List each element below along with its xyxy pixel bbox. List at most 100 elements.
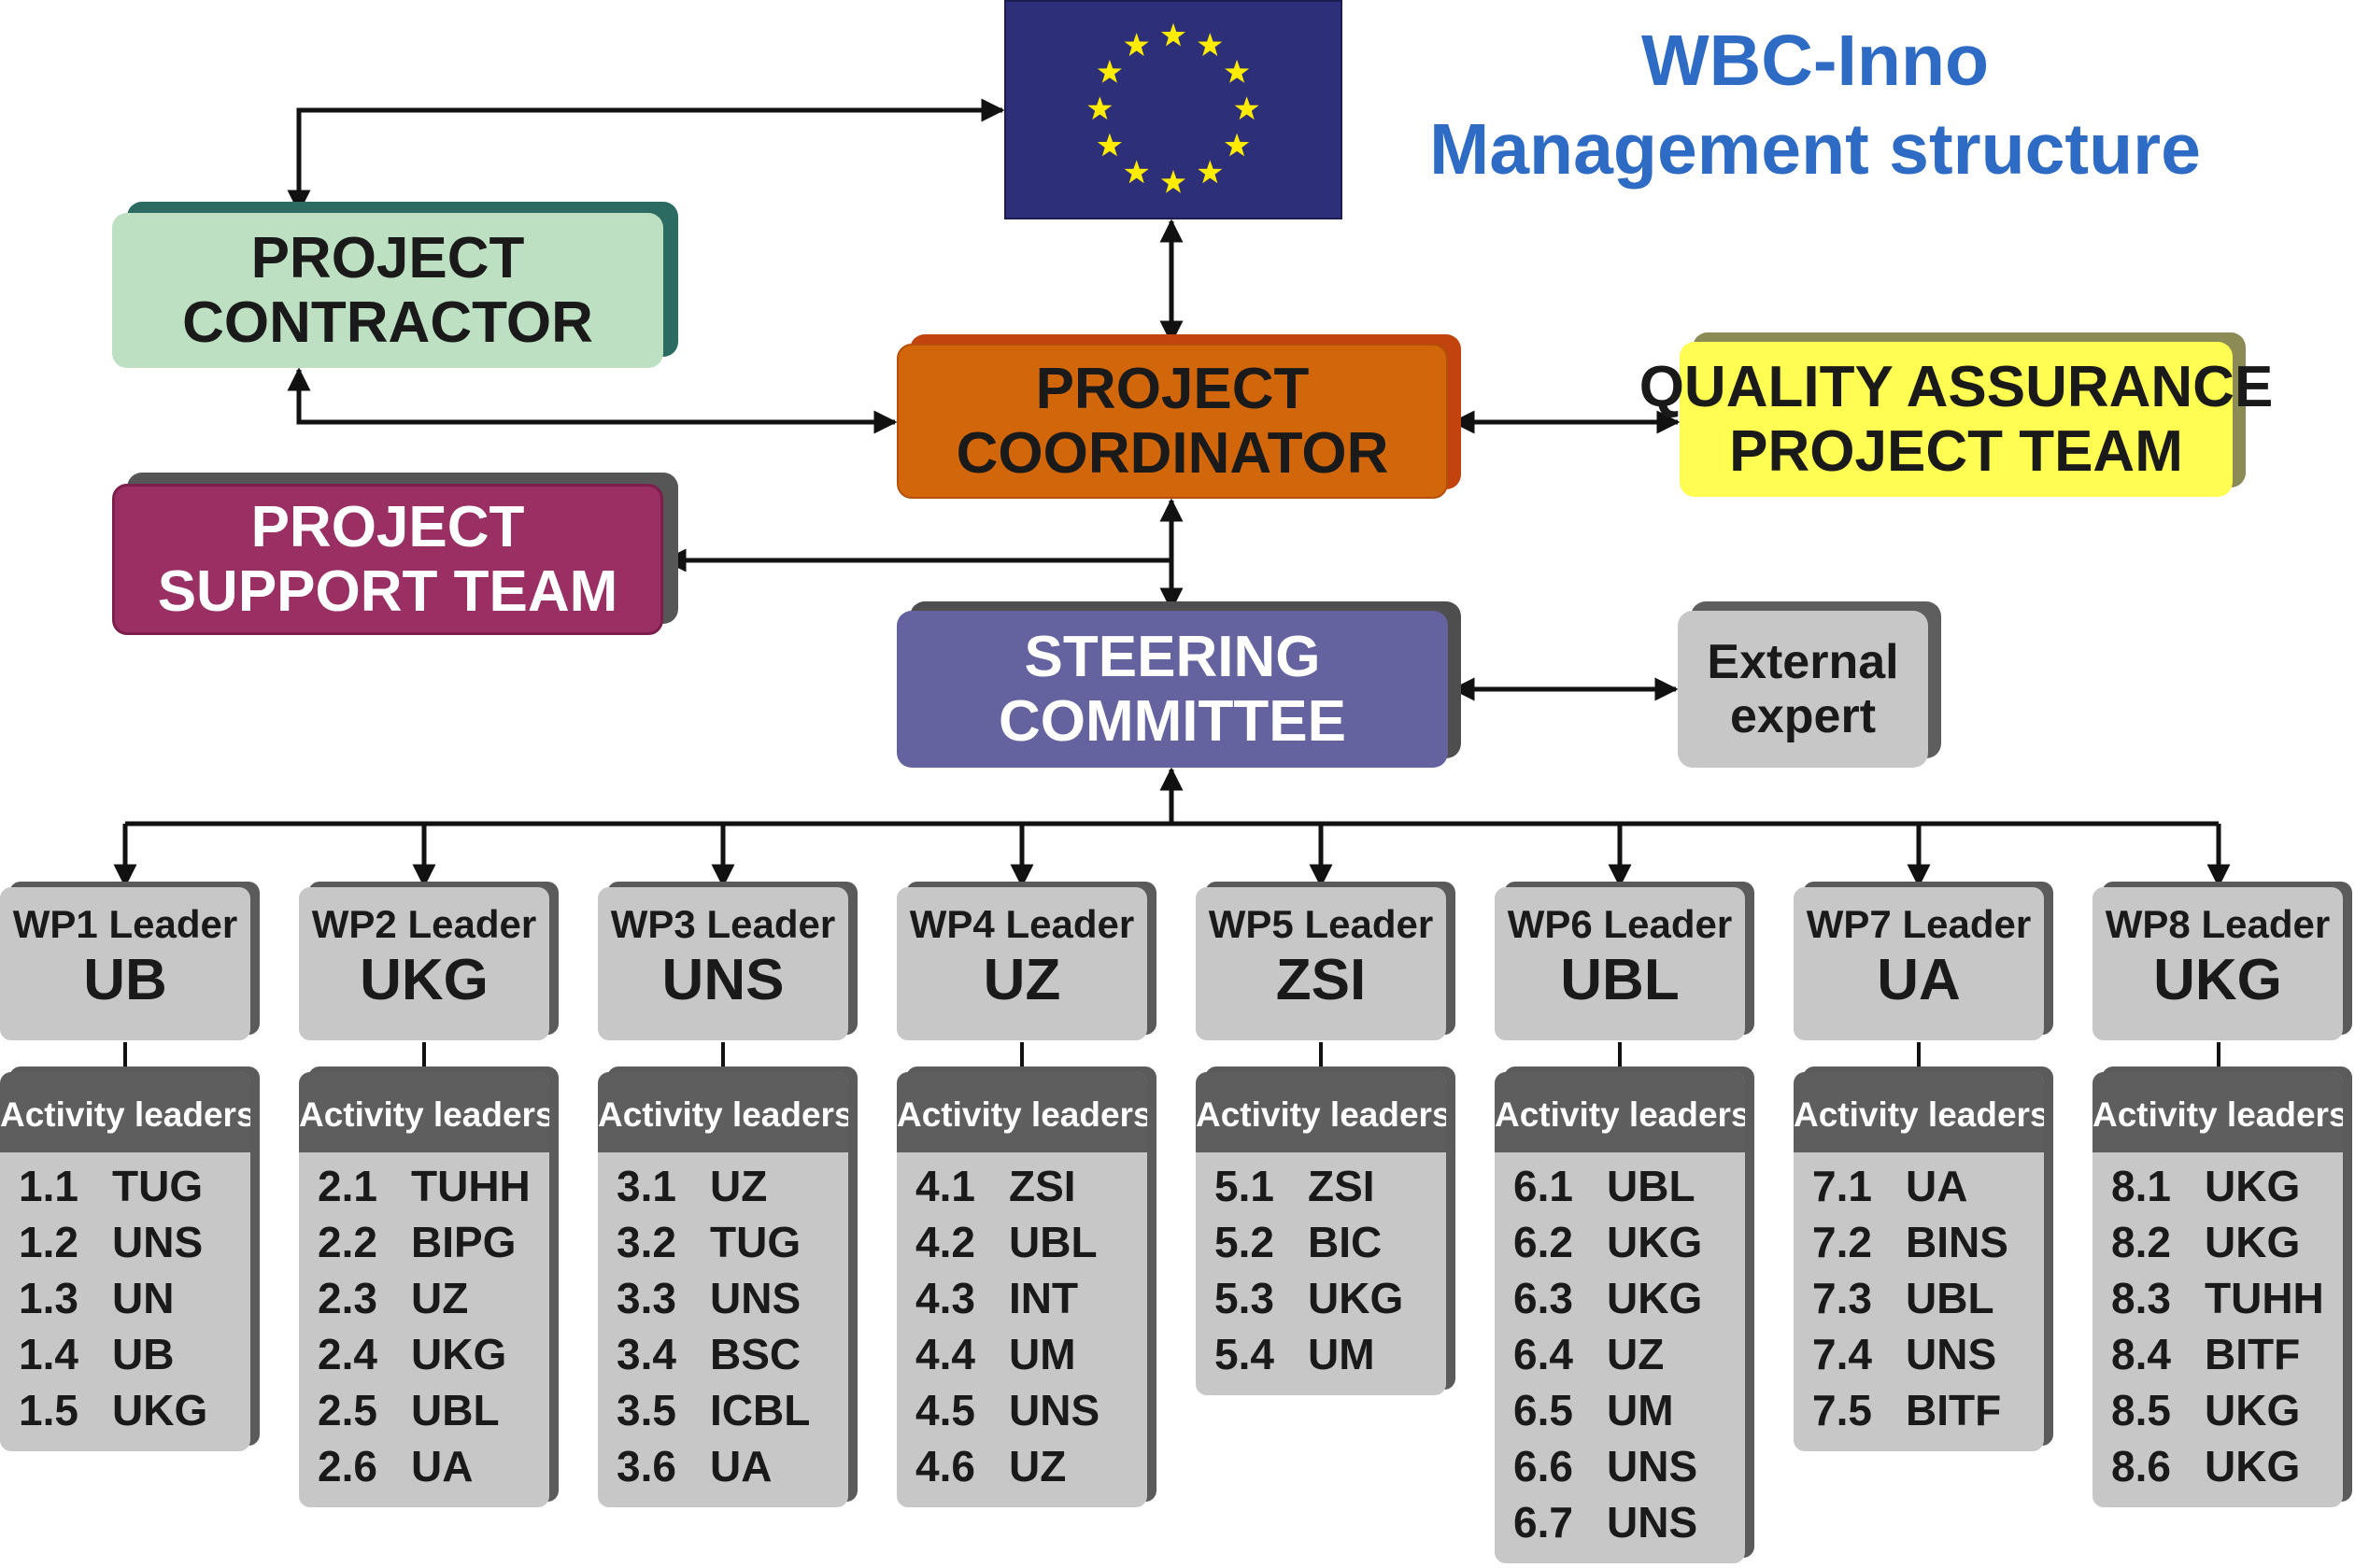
- activity-number: 1.1: [19, 1162, 78, 1210]
- activity-org: UM: [1607, 1386, 1674, 1434]
- activity-org: UNS: [1906, 1330, 1997, 1378]
- activity-org: UKG: [1607, 1274, 1703, 1322]
- activity-org: UZ: [1607, 1330, 1665, 1378]
- wp-leader-org: UBL: [1560, 948, 1680, 1012]
- activity-number: 1.2: [19, 1218, 78, 1266]
- activity-number: 7.4: [1812, 1330, 1872, 1378]
- flag-star-icon: [1160, 22, 1186, 47]
- activity-leaders-header: Activity leaders: [1495, 1072, 1745, 1152]
- quality-assurance-line-1: QUALITY ASSURANCE: [1639, 354, 2274, 419]
- activity-number: 1.5: [19, 1386, 78, 1434]
- activity-org: UZ: [1009, 1442, 1067, 1490]
- activity-row: 6.5 UM: [1495, 1382, 1745, 1438]
- activity-number: 4.1: [915, 1162, 975, 1210]
- activity-org: UKG: [112, 1386, 208, 1434]
- activity-org: TUG: [112, 1162, 204, 1210]
- activity-number: 5.3: [1214, 1274, 1274, 1322]
- flag-star-icon: [1234, 96, 1259, 120]
- activity-number: 2.1: [318, 1162, 377, 1210]
- activity-number: 4.4: [915, 1330, 975, 1378]
- activity-number: 6.3: [1513, 1274, 1573, 1322]
- wp-leader-label: WP5 Leader: [1208, 902, 1434, 946]
- flag-star-icon: [1198, 33, 1223, 56]
- external-expert-line-2: expert: [1729, 689, 1877, 743]
- wp-leader-label: WP8 Leader: [2105, 902, 2331, 946]
- activity-number: 6.5: [1513, 1386, 1573, 1434]
- activity-org: UKG: [2205, 1218, 2301, 1266]
- project-support-team-line-1: PROJECT: [250, 494, 525, 559]
- activity-number: 8.3: [2111, 1274, 2171, 1322]
- activity-number: 5.4: [1214, 1330, 1274, 1378]
- wp-leader-label: WP1 Leader: [12, 902, 238, 946]
- activity-number: 3.3: [617, 1274, 676, 1322]
- activity-number: 8.5: [2111, 1386, 2171, 1434]
- activity-row: 2.3 UZ: [299, 1270, 549, 1326]
- activity-org: BSC: [710, 1330, 802, 1378]
- activity-number: 3.6: [617, 1442, 676, 1490]
- activity-org: UNS: [112, 1218, 204, 1266]
- activity-number: 2.6: [318, 1442, 377, 1490]
- activity-number: 8.1: [2111, 1162, 2171, 1210]
- external-expert-box: External expert: [1678, 611, 1928, 768]
- wp-leader-org: UZ: [983, 948, 1061, 1012]
- activity-org: UN: [112, 1274, 175, 1322]
- activity-org: UZ: [411, 1274, 469, 1322]
- activity-number: 6.4: [1513, 1330, 1573, 1378]
- activity-number: 2.3: [318, 1274, 377, 1322]
- activity-row: 7.4 UNS: [1794, 1326, 2044, 1382]
- wp-leader-label: WP3 Leader: [610, 902, 836, 946]
- eu-flag-icon: [1004, 0, 1342, 219]
- activity-org: UZ: [710, 1162, 768, 1210]
- activity-row: 1.5 UKG: [0, 1382, 250, 1438]
- activity-number: 5.2: [1214, 1218, 1274, 1266]
- activity-number: 8.6: [2111, 1442, 2171, 1490]
- activity-org: BITF: [1906, 1386, 2002, 1434]
- wp-leader-label: WP4 Leader: [909, 902, 1135, 946]
- activity-number: 3.4: [617, 1330, 676, 1378]
- activity-org: BITF: [2205, 1330, 2301, 1378]
- flag-star-icon: [1087, 96, 1113, 120]
- activity-org: UNS: [1009, 1386, 1100, 1434]
- diagram-title: WBC-Inno Management structure: [1395, 17, 2235, 194]
- activity-number: 5.1: [1214, 1162, 1274, 1210]
- activity-number: 4.5: [915, 1386, 975, 1434]
- activity-leaders-header: Activity leaders: [0, 1072, 250, 1152]
- project-contractor-line-2: CONTRACTOR: [182, 290, 593, 355]
- activity-org: UA: [1906, 1162, 1968, 1210]
- activity-org: UM: [1009, 1330, 1076, 1378]
- activity-org: ZSI: [1009, 1162, 1076, 1210]
- activity-number: 1.4: [19, 1330, 78, 1378]
- activity-org: UKG: [2205, 1386, 2301, 1434]
- activity-number: 7.2: [1812, 1218, 1872, 1266]
- activity-org: UKG: [1607, 1218, 1703, 1266]
- activity-org: UKG: [2205, 1162, 2301, 1210]
- project-support-team-line-2: SUPPORT TEAM: [157, 559, 618, 624]
- activity-number: 6.6: [1513, 1442, 1573, 1490]
- title-line-1: WBC-Inno: [1640, 21, 1990, 101]
